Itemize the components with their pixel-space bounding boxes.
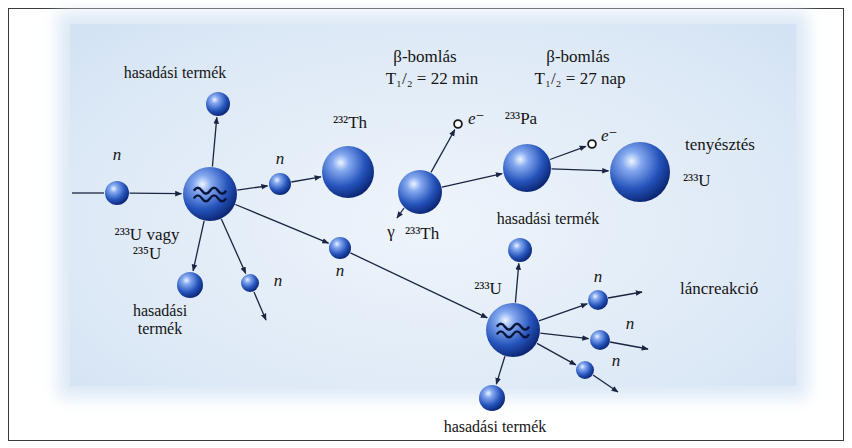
nucleus: ²³³Pa <box>503 144 551 192</box>
node-label: e⁻ <box>468 110 485 129</box>
reaction-arrow <box>235 205 328 244</box>
nucleus-sphere <box>479 385 505 411</box>
node-label: ²³²Th <box>333 114 367 133</box>
nucleus: ²³³U vagy ²³⁵U <box>183 167 237 221</box>
node-label: n <box>626 315 635 334</box>
reaction-arrow <box>212 117 216 166</box>
node-label: n <box>274 272 283 291</box>
node-label: hasadási termék <box>124 64 227 82</box>
free-label: T₁/₂ = 22 min <box>386 70 479 89</box>
nucleus-sphere <box>610 142 670 202</box>
node-label: ²³³U <box>683 172 711 191</box>
nucleus: n <box>590 330 610 350</box>
free-label: tenyésztés <box>685 136 755 155</box>
free-label: T₁/₂ = 27 nap <box>535 70 626 89</box>
reaction-arrow <box>442 174 502 188</box>
reaction-arrow <box>221 219 245 273</box>
reaction-arrow <box>291 177 321 182</box>
gamma-arrow <box>397 208 404 218</box>
node-label: e⁻ <box>601 127 618 146</box>
nucleus-sphere <box>183 167 237 221</box>
nucleus-sphere <box>269 173 291 195</box>
reaction-arrow <box>350 253 487 318</box>
incoming-track <box>72 192 104 193</box>
neutron-track <box>254 292 266 320</box>
nucleus-sphere <box>206 92 230 116</box>
nucleus: hasadási termék <box>177 272 203 298</box>
nucleus-sphere <box>177 272 203 298</box>
nucleus-sphere <box>105 181 129 205</box>
nucleus-sphere <box>588 290 608 310</box>
nucleus-sphere <box>486 303 540 357</box>
nucleus: n <box>241 274 259 292</box>
reaction-arrow <box>539 304 587 321</box>
reaction-arrow <box>552 169 609 171</box>
nucleus: n <box>105 181 129 205</box>
nucleus-sphere <box>329 237 351 259</box>
nucleus-sphere <box>576 361 594 379</box>
node-label: hasadási termék <box>444 418 547 436</box>
nucleus: hasadási termék <box>479 385 505 411</box>
node-label: n <box>113 146 122 165</box>
free-label: β-bomlás <box>546 48 609 67</box>
reaction-arrow <box>540 333 588 339</box>
node-label: n <box>594 268 603 287</box>
node-label: hasadási termék <box>115 302 205 337</box>
electron: e⁻ <box>587 139 597 149</box>
reaction-arrow <box>496 356 505 384</box>
reaction-arrow <box>515 263 518 302</box>
nucleus: ²³²Th <box>322 146 374 198</box>
electron: e⁻ <box>453 119 463 129</box>
node-label: ²³³Pa <box>505 110 537 129</box>
node-label: ²³³U vagy ²³⁵U <box>108 226 186 263</box>
nucleus-sphere <box>590 330 610 350</box>
nucleus: hasadási termék <box>206 92 230 116</box>
node-label: ²³³Th <box>405 225 439 244</box>
node-label: n <box>276 150 285 169</box>
nucleus: hasadási termék <box>508 238 532 262</box>
reaction-arrow <box>431 130 455 173</box>
neutron-track <box>608 292 642 298</box>
free-label: β-bomlás <box>393 48 456 67</box>
nucleus: n <box>576 361 594 379</box>
nucleus: ²³³Th <box>398 170 442 214</box>
node-label: hasadási termék <box>497 210 600 228</box>
reaction-arrow <box>237 186 267 190</box>
nucleus-sphere <box>241 274 259 292</box>
node-label: n <box>612 352 621 371</box>
neutron-track <box>610 342 648 349</box>
node-label: ²³³U <box>474 280 502 299</box>
nucleus-sphere <box>398 170 442 214</box>
node-label: n <box>336 262 345 281</box>
nucleus-sphere <box>322 146 374 198</box>
reaction-arrow <box>193 221 204 271</box>
reaction-arrow <box>550 146 586 159</box>
neutron-track <box>593 375 618 392</box>
electron-circle <box>587 139 597 149</box>
nucleus-sphere <box>503 144 551 192</box>
free-label: láncreakció <box>680 280 758 299</box>
nucleus-sphere <box>508 238 532 262</box>
free-label: γ <box>387 223 395 242</box>
nucleus: ²³³U <box>610 142 670 202</box>
reaction-arrow <box>130 192 182 194</box>
electron-circle <box>453 119 463 129</box>
nucleus: n <box>269 173 291 195</box>
nucleus: n <box>329 237 351 259</box>
nucleus: n <box>588 290 608 310</box>
reaction-arrow <box>537 343 576 365</box>
nucleus: ²³³U <box>486 303 540 357</box>
